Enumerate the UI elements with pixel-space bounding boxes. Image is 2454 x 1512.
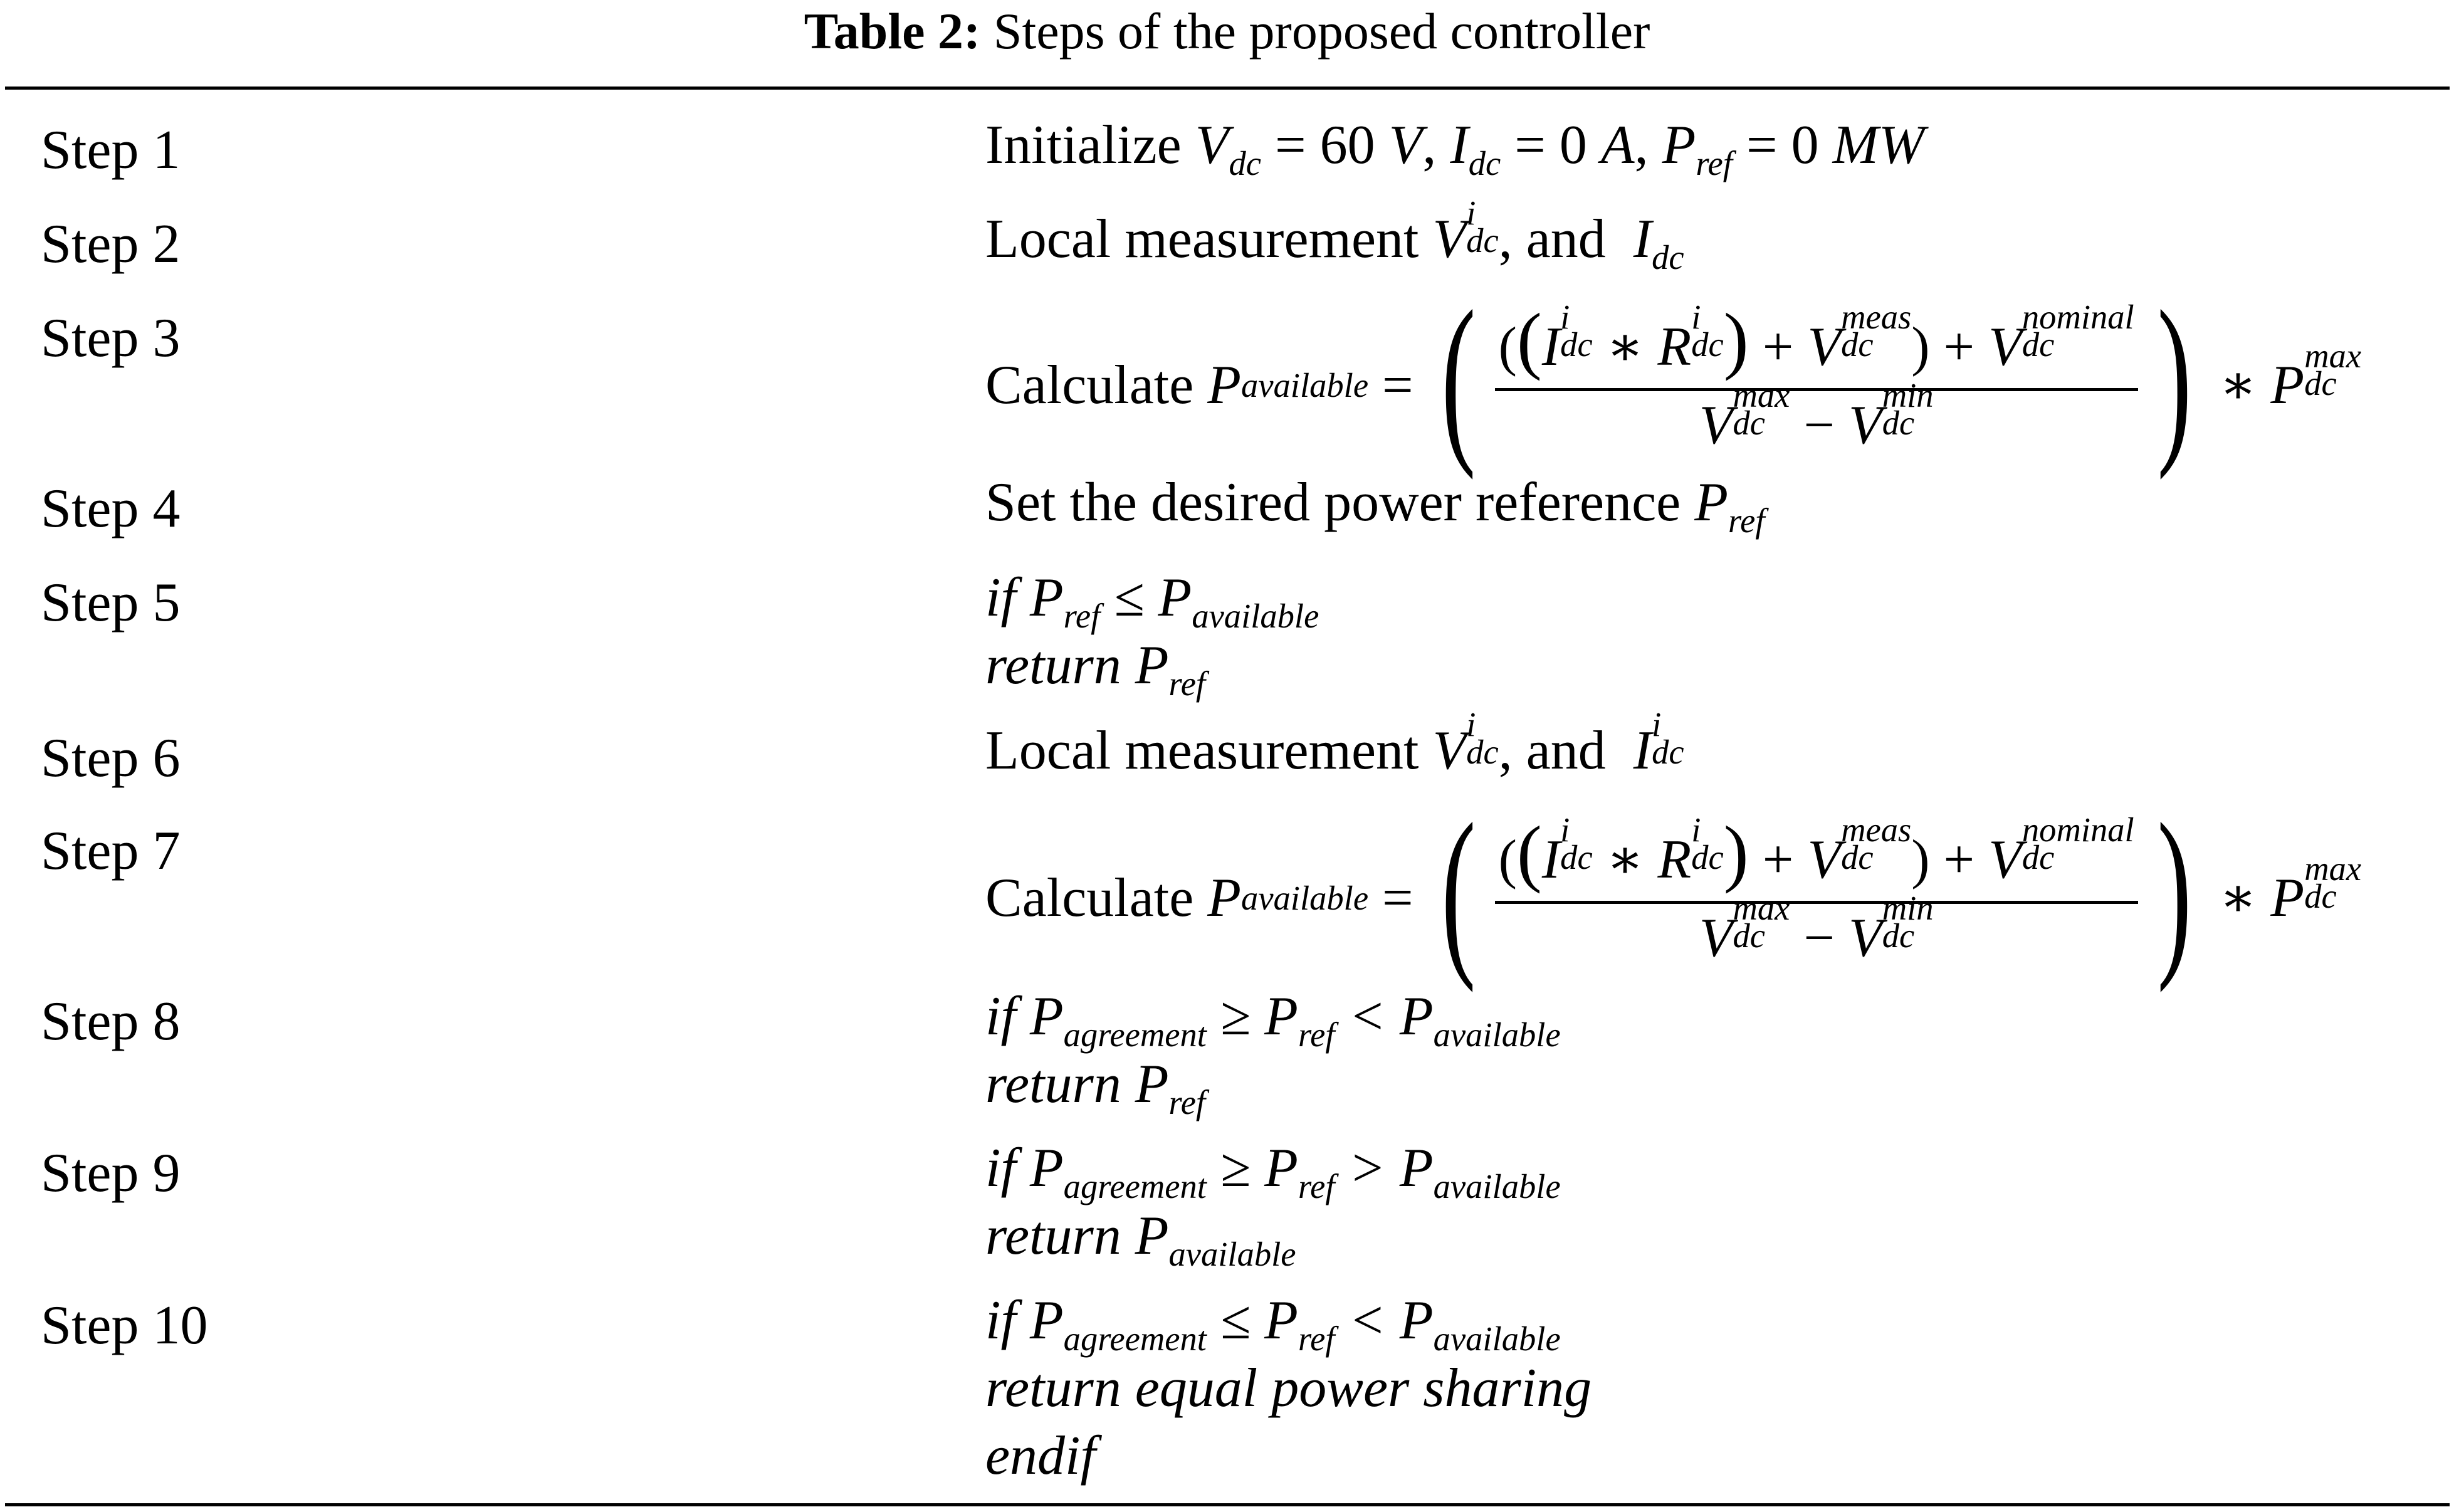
step-content: if Pref ≤ Pavailable return Pref bbox=[985, 567, 1319, 703]
table-caption: Table 2: Steps of the proposed controlle… bbox=[0, 0, 2454, 69]
step-content: if Pagreement ≥ Pref < Pavailable return… bbox=[985, 986, 1561, 1122]
table-label: Table 2: bbox=[804, 3, 981, 60]
step-label: Step 5 bbox=[41, 572, 181, 633]
step-content: Initialize Vdc = 60 V, Idc = 0 A, Pref =… bbox=[985, 115, 1925, 183]
step-label: Step 10 bbox=[41, 1295, 208, 1356]
step-content: Calculate Pavailable = ( ((Iidcdc ∗ Ridc… bbox=[985, 272, 2362, 480]
step-label: Step 1 bbox=[41, 120, 181, 181]
step-label: Step 9 bbox=[41, 1143, 181, 1204]
step-content: if Pagreement ≥ Pref > Pavailable return… bbox=[985, 1138, 1561, 1274]
step-content: if Pagreement ≤ Pref < Pavailable return… bbox=[985, 1290, 1592, 1486]
step-label: Step 6 bbox=[41, 728, 181, 789]
step-content: Calculate Pavailable = ( ((Iidcdc ∗ Ridc… bbox=[985, 785, 2362, 993]
available-power-formula: Calculate Pavailable = ( ((Iidcdc ∗ Ridc… bbox=[985, 785, 2362, 993]
step-content: Local measurement Vidcdc, and Iidcdc bbox=[985, 705, 1684, 781]
step-content: Local measurement Vidcdc, and Idc bbox=[985, 193, 1684, 277]
table-title: Steps of the proposed controller bbox=[993, 3, 1650, 60]
step-label: Step 2 bbox=[41, 214, 181, 275]
table-bottom-rule bbox=[5, 1503, 2450, 1506]
table-top-rule bbox=[5, 87, 2450, 90]
step-label: Step 3 bbox=[41, 308, 181, 369]
step-label: Step 7 bbox=[41, 821, 181, 881]
available-power-formula: Calculate Pavailable = ( ((Iidcdc ∗ Ridc… bbox=[985, 272, 2362, 480]
step-label: Step 8 bbox=[41, 991, 181, 1052]
step-content: Set the desired power reference Pref bbox=[985, 472, 1765, 540]
step-label: Step 4 bbox=[41, 478, 181, 539]
